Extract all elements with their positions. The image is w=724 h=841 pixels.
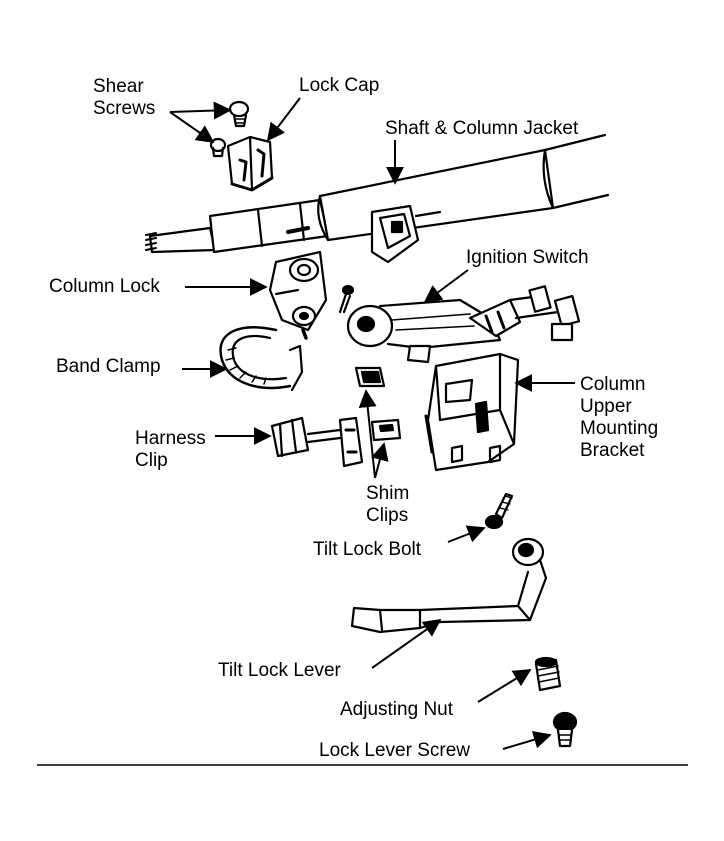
label-bracket-line-4: Bracket [580,440,645,461]
label-shim-clips-line-2: Clips [366,505,409,526]
label-harness-clip: Harness Clip [135,428,206,472]
ignition-switch-part [346,285,581,364]
lock-cap-part [226,135,274,192]
label-shear-screws-line-1: Shear [93,76,144,97]
label-harness-clip-line-2: Clip [135,450,168,471]
tilt-lock-bolt-part [484,492,514,530]
lock-lever-screw-part [552,711,578,748]
label-shear-screws: Shear Screws [93,76,155,120]
column-lock-part [268,250,328,340]
label-ignition-switch: Ignition Switch [466,247,589,268]
label-bracket-line-3: Mounting [580,418,659,439]
label-shear-screws-line-2: Screws [93,98,156,119]
leader-lines [169,97,575,750]
label-bracket-line-2: Upper [580,396,632,417]
label-harness-clip-line-1: Harness [135,428,206,449]
adjusting-nut-part [534,656,562,692]
label-bracket-line-1: Column [580,374,646,395]
shear-screws-part [209,100,250,158]
tilt-lock-lever-part [350,537,548,634]
label-shim-clips: Shim Clips [366,483,409,527]
harness-clip-part [270,416,364,468]
label-column-upper-mounting-bracket: Column Upper Mounting Bracket [580,374,658,462]
label-tilt-lock-bolt: Tilt Lock Bolt [313,539,422,560]
label-band-clamp: Band Clamp [56,356,161,377]
label-shaft-column-jacket: Shaft & Column Jacket [385,118,579,139]
shaft-and-column-jacket-part [145,133,610,264]
label-lock-lever-screw: Lock Lever Screw [319,740,471,761]
label-tilt-lock-lever: Tilt Lock Lever [218,660,341,681]
label-shim-clips-line-1: Shim [366,483,410,504]
band-clamp-part [219,326,304,392]
column-upper-mounting-bracket-part [424,352,520,472]
shim-clips-part [354,366,402,442]
label-adjusting-nut: Adjusting Nut [340,699,454,720]
lock-screw-part [338,284,355,314]
label-column-lock: Column Lock [49,276,160,297]
label-lock-cap: Lock Cap [299,75,380,96]
